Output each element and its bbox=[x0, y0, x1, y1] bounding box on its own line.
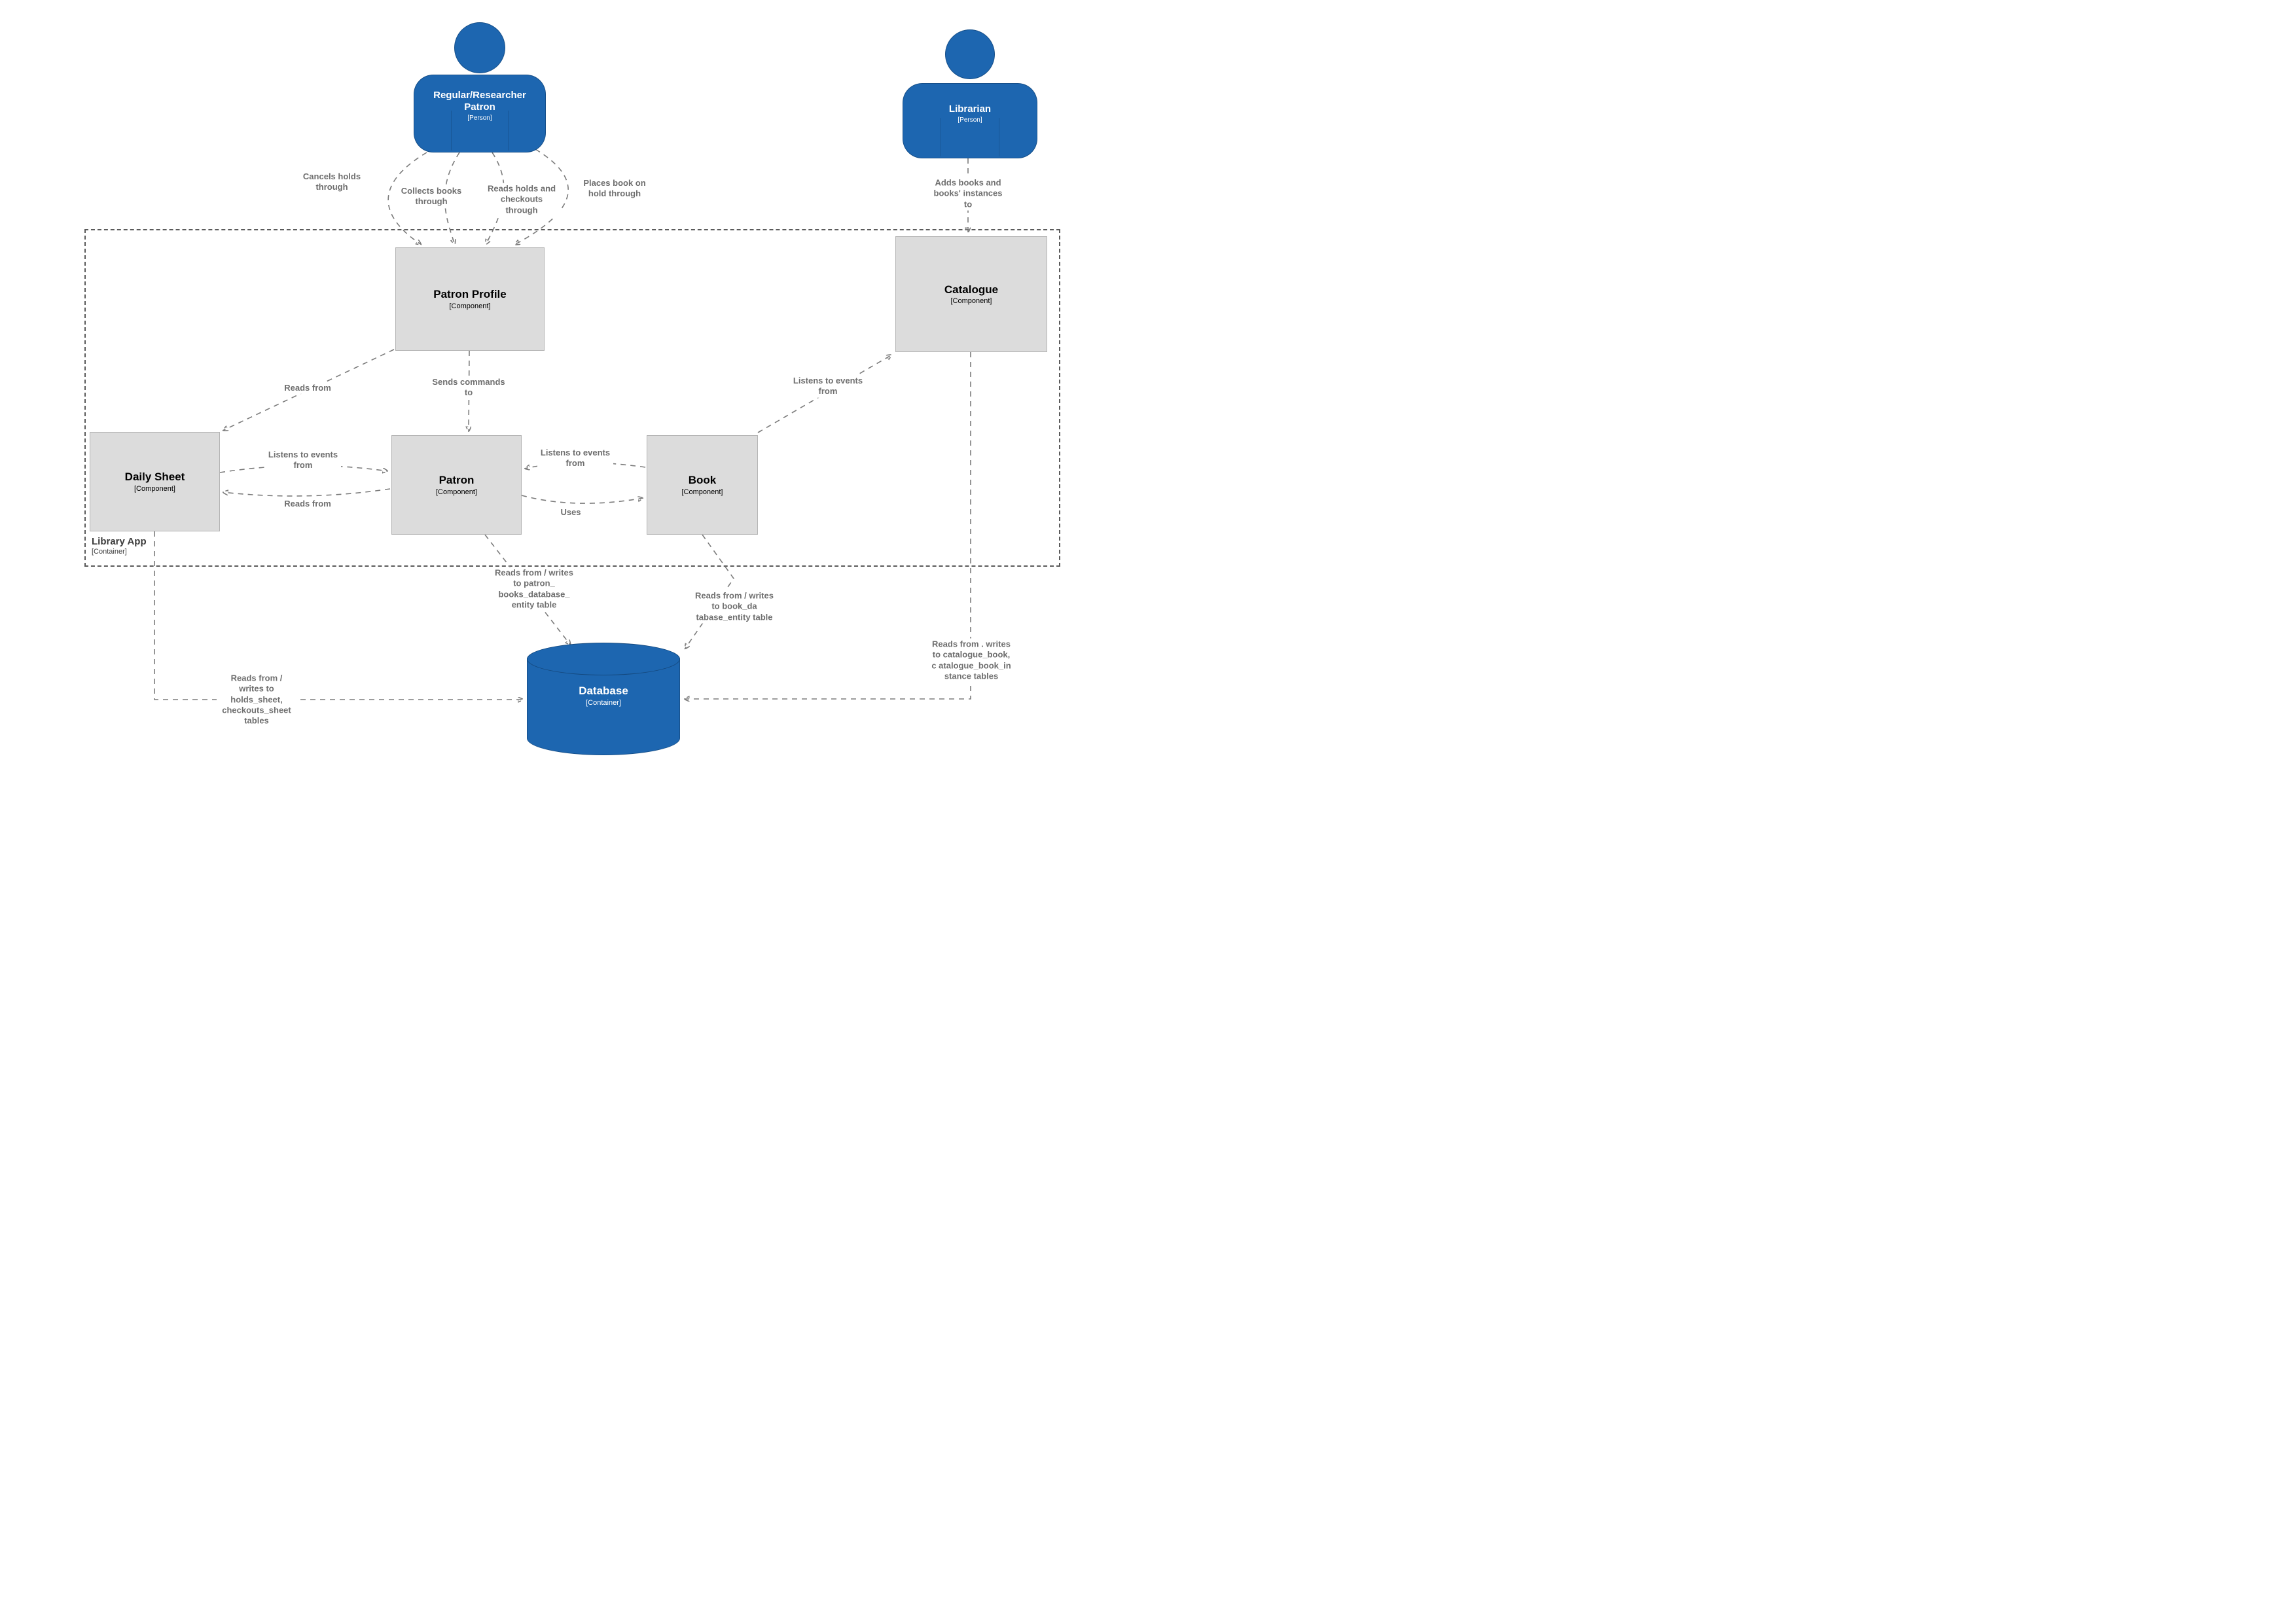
database-top-ellipse bbox=[527, 643, 680, 675]
person-title: Librarian bbox=[948, 103, 992, 115]
connector-patron-listens-book bbox=[524, 463, 646, 469]
component-subtitle: [Component] bbox=[681, 488, 723, 496]
edge-label-holds-db: Reads from / writes to holds_sheet, chec… bbox=[217, 672, 296, 727]
person-head-icon bbox=[454, 22, 505, 73]
c4-component-diagram: Library App [Container] bbox=[0, 0, 1148, 812]
person-title: Regular/Researcher Patron bbox=[433, 90, 526, 113]
person-subtitle: [Person] bbox=[958, 116, 982, 124]
person-regular-researcher-patron[interactable]: Regular/Researcher Patron [Person] bbox=[414, 22, 546, 152]
component-title: Daily Sheet bbox=[124, 471, 185, 484]
connector-daily-sheet-listens-patron bbox=[219, 465, 388, 473]
edge-label-book-db: Reads from / writes to book_da tabase_en… bbox=[692, 590, 776, 624]
edge-label-listens-patron: Listens to events from bbox=[537, 446, 613, 470]
person-arm-line bbox=[508, 110, 509, 151]
edge-label-cancels-holds: Cancels holds through bbox=[300, 170, 363, 194]
boundary-subtitle: [Container] bbox=[92, 547, 127, 556]
connector-daily-sheet-reads-patron bbox=[223, 489, 391, 496]
edge-label-reads-from-patron: Reads from bbox=[277, 497, 338, 510]
connector-cancels-holds bbox=[387, 152, 427, 245]
component-patron[interactable]: Patron [Component] bbox=[391, 435, 522, 535]
edge-label-listens-daily-sheet: Listens to events from bbox=[265, 448, 341, 472]
edge-label-collects-books: Collects books through bbox=[397, 185, 465, 208]
component-title: Patron bbox=[439, 474, 475, 487]
library-app-boundary bbox=[84, 229, 1060, 567]
connector-book-listens-catalogue bbox=[757, 355, 892, 433]
connector-patron-uses-book bbox=[521, 495, 643, 503]
component-patron-profile[interactable]: Patron Profile [Component] bbox=[395, 247, 545, 351]
connector-daily-sheet-db bbox=[154, 531, 524, 700]
edge-label-uses: Uses bbox=[554, 506, 587, 519]
boundary-title: Library App bbox=[92, 536, 147, 547]
edge-label-places-hold: Places book on hold through bbox=[579, 177, 650, 200]
connector-catalogue-db bbox=[684, 352, 971, 699]
person-librarian[interactable]: Librarian [Person] bbox=[903, 29, 1037, 158]
component-subtitle: [Component] bbox=[449, 302, 491, 310]
connector-profile-reads-daily-sheet bbox=[223, 349, 395, 431]
person-body: Librarian [Person] bbox=[903, 83, 1037, 158]
component-subtitle: [Component] bbox=[436, 488, 477, 496]
person-body: Regular/Researcher Patron [Person] bbox=[414, 75, 546, 152]
person-arm-line bbox=[451, 110, 452, 151]
person-head-icon bbox=[945, 29, 995, 79]
component-subtitle: [Component] bbox=[134, 484, 175, 493]
database-title: Database bbox=[579, 685, 628, 697]
edge-label-patron-db: Reads from / writes to patron_ books_dat… bbox=[493, 567, 575, 611]
edge-label-reads-holds-checkouts: Reads holds and checkouts through bbox=[484, 183, 560, 217]
connector-book-db bbox=[685, 534, 734, 649]
component-subtitle: [Component] bbox=[950, 297, 992, 306]
library-app-boundary-label: Library App [Container] bbox=[92, 536, 147, 556]
edge-label-listens-catalogue: Listens to events from bbox=[790, 374, 866, 398]
component-daily-sheet[interactable]: Daily Sheet [Component] bbox=[90, 432, 220, 531]
component-catalogue[interactable]: Catalogue [Component] bbox=[895, 236, 1047, 352]
component-title: Patron Profile bbox=[433, 288, 507, 301]
connector-places-hold bbox=[514, 149, 569, 245]
component-title: Catalogue bbox=[944, 283, 999, 296]
edge-label-reads-from-profile: Reads from bbox=[277, 382, 338, 395]
database-subtitle: [Container] bbox=[586, 699, 621, 707]
database-cylinder[interactable]: Database [Container] bbox=[527, 643, 680, 755]
component-book[interactable]: Book [Component] bbox=[647, 435, 758, 535]
component-title: Book bbox=[688, 474, 717, 487]
person-subtitle: [Person] bbox=[467, 115, 492, 122]
edge-label-catalogue-db: Reads from . writes to catalogue_book, c… bbox=[928, 638, 1014, 683]
edge-label-adds-books: Adds books and books' instances to bbox=[928, 177, 1008, 211]
edge-label-sends-commands: Sends commands to bbox=[427, 376, 511, 399]
